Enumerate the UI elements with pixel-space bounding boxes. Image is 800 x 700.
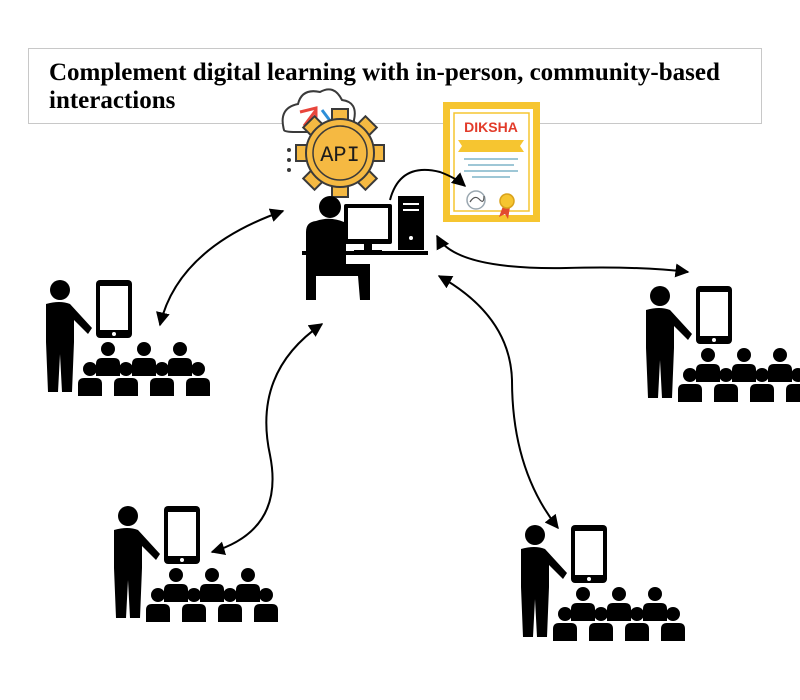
diagram-title: Complement digital learning with in-pers… [49, 59, 720, 114]
title-box: Complement digital learning with in-pers… [28, 48, 762, 124]
api-label: API [320, 143, 360, 168]
computer-user-icon [302, 196, 428, 300]
connector-bottom-left [210, 323, 324, 556]
classroom-group-left [46, 280, 210, 396]
connector-right [436, 234, 690, 278]
connector-bottom-right [437, 275, 559, 530]
api-gear-icon: API [295, 108, 385, 198]
connector-left [156, 208, 285, 327]
classroom-group-bottom-left [114, 506, 278, 622]
classroom-group-bottom-right [521, 525, 685, 641]
dotted-connector [287, 148, 291, 172]
certificate-icon: DIKSHA [443, 102, 540, 222]
certificate-label: DIKSHA [464, 119, 518, 135]
classroom-group-right [646, 286, 800, 402]
connector-computer-certificate [389, 168, 467, 201]
